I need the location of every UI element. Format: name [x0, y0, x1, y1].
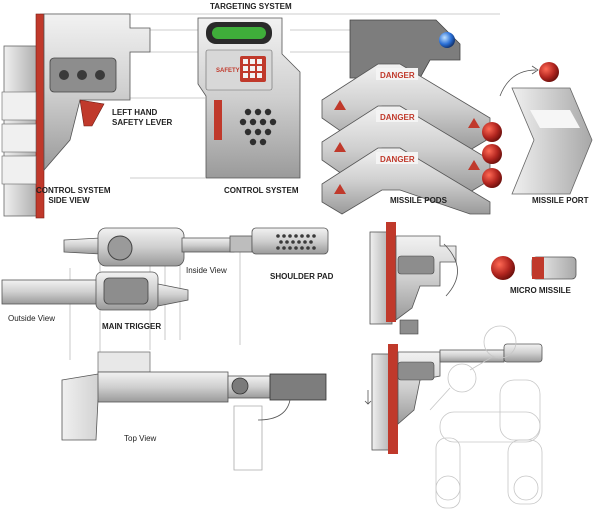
missile-ball	[482, 144, 502, 164]
label-targeting-system: TARGETING SYSTEM	[210, 2, 292, 11]
label-missile-port: MISSILE PORT	[532, 196, 589, 205]
micro-missile	[491, 256, 577, 280]
missile-pod-2: DANGER	[321, 105, 491, 193]
mechanism-side-upper	[369, 222, 458, 335]
label-main-trigger: MAIN TRIGGER	[102, 322, 162, 331]
label-left-hand: LEFT HAND	[112, 108, 158, 117]
danger-text: DANGER	[380, 71, 415, 80]
missile-ball	[482, 122, 502, 142]
control-system-front: SAFETY	[197, 17, 301, 179]
label-control-system-2: CONTROL SYSTEM	[224, 186, 299, 195]
missile-pod-1: DANGER	[321, 63, 491, 151]
missile-ball	[539, 62, 559, 82]
label-side-view: SIDE VIEW	[48, 196, 90, 205]
top-view-arm	[61, 351, 327, 471]
label-inside-view: Inside View	[186, 266, 227, 275]
label-shoulder-pad: SHOULDER PAD	[270, 272, 334, 281]
control-system-side-view	[1, 13, 151, 219]
label-outside-view: Outside View	[8, 314, 55, 323]
outside-view-arm	[1, 271, 189, 311]
guide-lines	[40, 13, 500, 360]
danger-text: DANGER	[380, 155, 415, 164]
danger-text: DANGER	[380, 113, 415, 122]
inside-view-arm	[63, 227, 329, 267]
mechanism-side-lower	[364, 325, 543, 509]
missile-pods-stack: DANGER DANGER DANGER	[321, 19, 502, 215]
safety-text: SAFETY	[216, 68, 240, 74]
label-missile-pods: MISSILE PODS	[390, 196, 447, 205]
label-top-view: Top View	[124, 434, 157, 443]
label-safety-lever: SAFETY LEVER	[112, 118, 173, 127]
missile-pod-3: DANGER	[321, 147, 491, 215]
missile-port	[499, 62, 593, 195]
label-control-system-1: CONTROL SYSTEM	[36, 186, 111, 195]
label-micro-missile: MICRO MISSILE	[510, 286, 571, 295]
missile-ball	[482, 168, 502, 188]
